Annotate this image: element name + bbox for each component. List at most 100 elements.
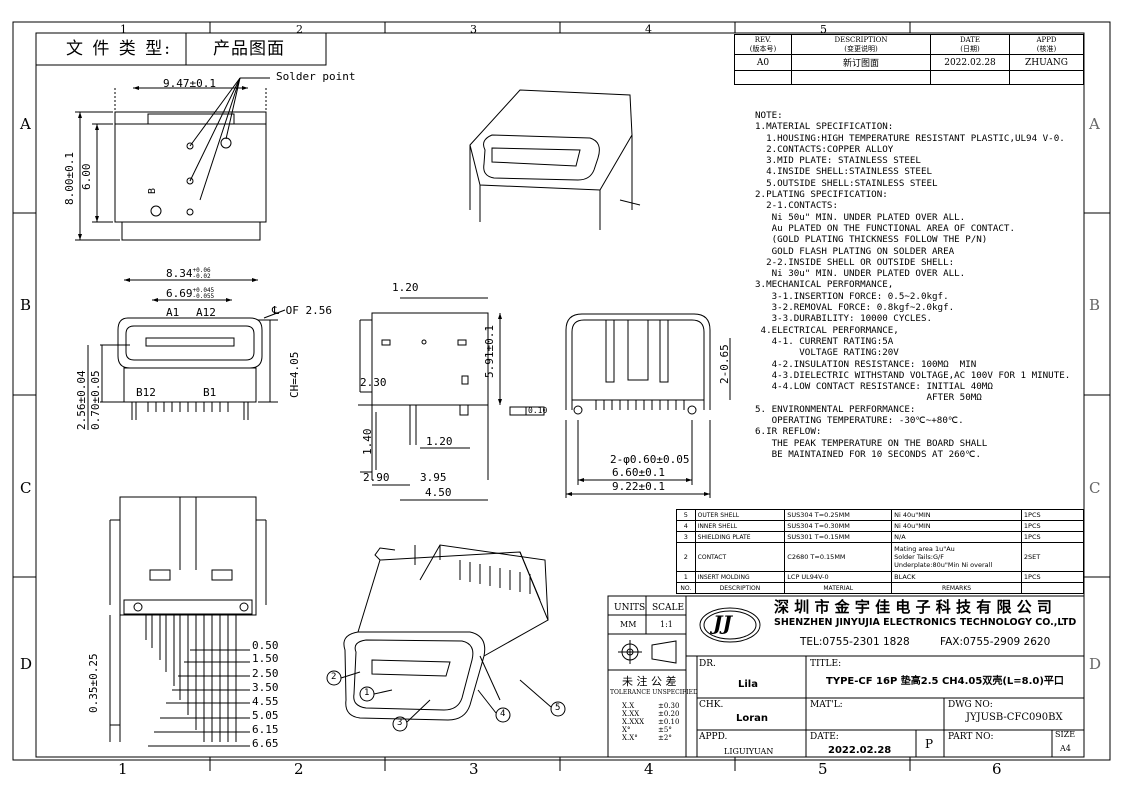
note-line: 3-1.INSERTION FORCE: 0.5~2.0kgf.: [755, 290, 949, 302]
dim-p035: 0.35±0.25: [87, 653, 100, 713]
note-line: 4.INSIDE SHELL:STAINLESS STEEL: [755, 166, 933, 178]
dim-s140: 1.40: [361, 428, 374, 456]
doc-type-label: 文 件 类 型:: [66, 39, 172, 59]
dim-flatness: 0.10: [528, 406, 548, 415]
dim-s450: 4.50: [425, 486, 452, 499]
notes-block: NOTE:1.MATERIAL SPECIFICATION: 1.HOUSING…: [755, 110, 1085, 460]
scale-value: 1:1: [660, 620, 673, 629]
note-line: 2-2.INSIDE SHELL OR OUTSIDE SHELL:: [755, 256, 955, 268]
bom-cell-desc: INSERT MOLDING: [694, 571, 786, 583]
dim-h600: 6.00: [80, 163, 93, 191]
pitch-350: 3.50: [252, 681, 279, 694]
bom-cell-remarks: Mating area 1u"Au Solder Tails:G/F Under…: [891, 542, 1022, 572]
note-line: 3-2.REMOVAL FORCE: 0.8kgf~2.0kgf.: [755, 302, 955, 314]
front-pins: [147, 402, 229, 412]
scale-label: SCALE: [652, 603, 685, 613]
note-line: 4-4.LOW CONTACT RESISTANCE: INITIAL 40MΩ: [755, 381, 993, 393]
dim-w669-dn: -0.055: [192, 293, 215, 300]
dr-label: DR.: [699, 659, 716, 669]
matl-label: MAT'L:: [810, 700, 843, 710]
bom-cell-desc: CONTACT: [694, 542, 786, 572]
chk-label: CHK.: [699, 700, 724, 710]
zone-col-5b: 5: [818, 760, 828, 778]
bom-cell-qty: 1PCS: [1020, 531, 1085, 543]
note-line: 5. ENVIRONMENTAL PERFORMANCE:: [755, 403, 916, 415]
note-line: 3.MECHANICAL PERFORMANCE,: [755, 279, 894, 291]
dim-top-width: 9.47±0.1: [163, 77, 216, 90]
note-line: AFTER 50MΩ: [755, 392, 982, 404]
zone-row-a: A: [20, 115, 31, 133]
outer-frame: [12, 21, 1111, 761]
dim-s230: 2.30: [360, 376, 387, 389]
bom-cell-qty: 1PCS: [1020, 571, 1085, 583]
appd-value: LIGUIYUAN: [724, 747, 774, 756]
solder-point-label: Solder point: [276, 70, 356, 83]
doc-type-value: 产品图面: [213, 39, 285, 59]
tolerance-key: X.XXX: [622, 718, 645, 726]
part-label: PART NO:: [948, 732, 994, 742]
bom-cell-desc: INNER SHELL: [694, 520, 786, 532]
dim-r065: 2-0.65: [718, 344, 731, 384]
date-value: 2022.02.28: [828, 745, 892, 756]
note-line: Ni 30u" MIN. UNDER PLATED OVER ALL.: [755, 268, 966, 280]
bom-cell-material: SUS304 T=0.30MM: [784, 520, 893, 532]
tolerance-cn: 未 注 公 差: [622, 675, 677, 688]
zone-col-1b: 1: [118, 760, 128, 778]
pin-b12: B12: [136, 386, 156, 399]
note-line: 5.OUTSIDE SHELL:STAINLESS STEEL: [755, 177, 938, 189]
dim-h070: 0.70±0.05: [89, 370, 102, 430]
note-line: OPERATING TEMPERATURE: -30℃~+80℃.: [755, 415, 964, 427]
appd-label: APPD.: [699, 732, 728, 742]
title-label: TITLE:: [810, 659, 842, 669]
dr-value: Lila: [738, 679, 758, 690]
dim-s290: 2.90: [363, 471, 390, 484]
revision-table: REV.(版本号) DESCRIPTION(变更说明) DATE(日期) APP…: [734, 34, 1084, 85]
dwg-value: JYJUSB-CFC090BX: [966, 712, 1063, 723]
company-logo: JJ: [713, 611, 732, 635]
tolerance-row: X°±5°: [622, 726, 679, 734]
pitch-150: 1.50: [252, 652, 279, 665]
note-line: 1.MATERIAL SPECIFICATION:: [755, 121, 894, 133]
tolerance-value: ±0.20: [658, 710, 680, 718]
pin-a12: A12: [196, 306, 216, 319]
units-value: MM: [620, 620, 637, 629]
tolerance-key: X.XX: [622, 710, 640, 718]
zone-col-4b: 4: [644, 760, 654, 778]
desc-value: 新订图面: [791, 54, 931, 71]
balloon-4: 4: [500, 709, 506, 719]
dim-w834-val: 8.34: [166, 267, 193, 280]
bom-cell-qty: 2SET: [1020, 542, 1085, 572]
tolerance-row: X.XXX±0.10: [622, 718, 679, 726]
date-header-en: DATE: [959, 35, 981, 44]
label-b: B: [147, 187, 159, 195]
rev-header-en: REV.: [754, 35, 772, 44]
tolerance-row: X.XX ±0.20: [622, 710, 679, 718]
note-line: THE PEAK TEMPERATURE ON THE BOARD SHALL: [755, 437, 988, 449]
zone-col-1: 1: [120, 23, 127, 36]
dim-w834-up: +0.06: [192, 267, 211, 274]
note-line: 4-1. CURRENT RATING:5A: [755, 335, 894, 347]
bom-header-desc: DESCRIPTION: [694, 582, 786, 594]
balloon-3: 3: [397, 718, 403, 728]
appd-header-cn: (核准): [1036, 44, 1057, 53]
bom-cell-material: LCP UL94V-0: [784, 571, 893, 583]
zone-col-3b: 3: [469, 760, 479, 778]
tolerance-key: X.X°: [622, 734, 638, 742]
tolerance-key: X.X: [622, 702, 635, 710]
dim-r660: 6.60±0.1: [612, 466, 665, 479]
pitch-615: 6.15: [252, 723, 279, 736]
balloon-2: 2: [331, 672, 337, 682]
dim-w669: 6.69+0.045-0.055: [166, 288, 214, 300]
pitch-455: 4.55: [252, 695, 279, 708]
bom-header-qty: [1020, 582, 1085, 594]
bom-cell-qty: 1PCS: [1020, 509, 1085, 521]
zone-col-6b: 6: [992, 760, 1002, 778]
bom-cell-no: 4: [676, 520, 696, 532]
pin-b1: B1: [203, 386, 217, 399]
centerline-label: ℄ OF 2.56: [272, 304, 333, 317]
